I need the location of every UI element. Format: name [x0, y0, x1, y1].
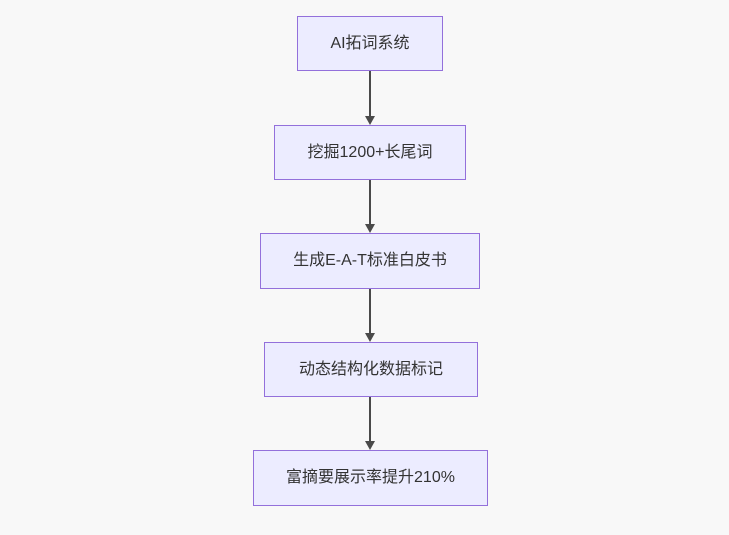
arrow-line: [369, 397, 371, 444]
arrow-down-icon: [365, 224, 375, 233]
arrow-down-icon: [365, 441, 375, 450]
arrow-down-icon: [365, 333, 375, 342]
flow-arrow-4: [364, 397, 376, 450]
flow-arrow-2: [364, 180, 376, 233]
flowchart-node-longtail-mining: 挖掘1200+长尾词: [274, 125, 466, 180]
flowchart-node-eat-whitepaper: 生成E-A-T标准白皮书: [260, 233, 480, 289]
flow-arrow-3: [364, 289, 376, 342]
node-label: 动态结构化数据标记: [298, 360, 443, 378]
flowchart-node-structured-data: 动态结构化数据标记: [264, 342, 478, 397]
arrow-line: [369, 71, 371, 119]
arrow-line: [369, 180, 371, 227]
node-label: AI拓词系统: [330, 34, 410, 52]
node-label: 富摘要展示率提升210%: [286, 469, 455, 486]
arrow-down-icon: [365, 116, 375, 125]
arrow-line: [369, 289, 371, 336]
node-label: 生成E-A-T标准白皮书: [293, 252, 447, 269]
flowchart-node-rich-snippet-result: 富摘要展示率提升210%: [253, 450, 488, 506]
flow-arrow-1: [364, 71, 376, 125]
node-label: 挖掘1200+长尾词: [307, 143, 433, 161]
flowchart-node-ai-word-system: AI拓词系统: [297, 16, 443, 71]
